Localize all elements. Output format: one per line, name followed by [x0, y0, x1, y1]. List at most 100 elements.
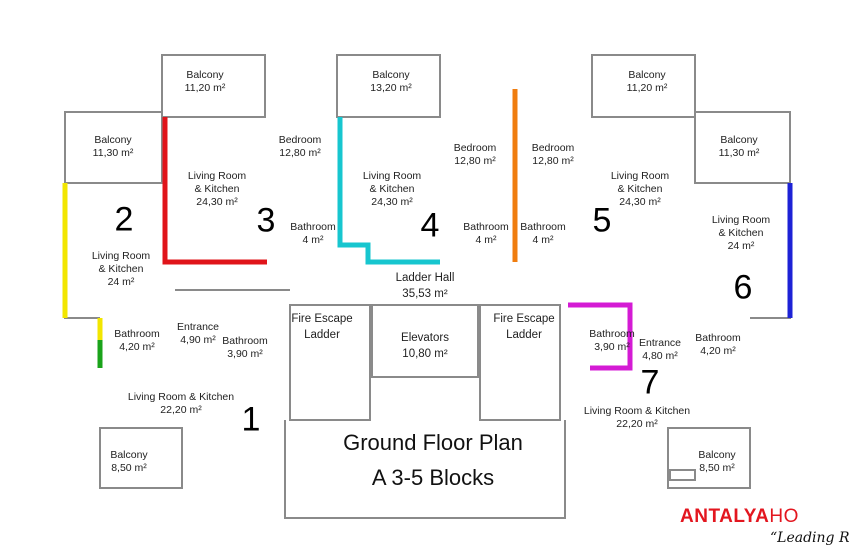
room-area: 8,50 m² [699, 462, 735, 474]
room-name: Bathroom [222, 335, 268, 347]
room-area: 24 m² [727, 240, 755, 252]
unit3-walls [162, 117, 267, 265]
room-area: 11,30 m² [92, 147, 134, 159]
room-name: Living Room & Kitchen [127, 391, 235, 403]
room-name: Bathroom [114, 328, 160, 340]
room-area: 12,80 m² [279, 147, 321, 159]
grey-walls [64, 54, 791, 519]
room-name: Living Room [91, 250, 151, 262]
balcony-outline-u7 [667, 427, 751, 489]
porch-step [669, 469, 696, 481]
room-area: 13,20 m² [370, 82, 412, 94]
balcony-outline-u4 [336, 54, 441, 118]
room-area: 4,90 m² [180, 334, 216, 346]
room-name: Bedroom [278, 134, 322, 146]
unit-number-2: 2 [114, 200, 134, 239]
room-name: Bathroom [695, 332, 741, 344]
unit-walls [62, 89, 793, 371]
room-name: Living Room [711, 214, 771, 226]
elevator-shaft [371, 304, 479, 378]
room-name: Living Room & Kitchen [583, 405, 691, 417]
room-name: Balcony [720, 134, 758, 146]
room-area: 4 m² [475, 234, 497, 246]
room-name: & Kitchen [617, 183, 663, 195]
room-name: & Kitchen [369, 183, 415, 195]
room-name: Ladder [304, 329, 340, 341]
logo-text: HO [769, 506, 799, 527]
room-name: & Kitchen [194, 183, 240, 195]
brand-logo: ANTALYAHO [680, 506, 799, 528]
room-name: Balcony [186, 69, 224, 81]
unit4-walls [337, 117, 440, 265]
room-area: 35,53 m² [402, 288, 448, 300]
unit-number-6: 6 [733, 268, 753, 307]
room-area: 22,20 m² [160, 404, 202, 416]
room-name: Bathroom [463, 221, 509, 233]
stair-right [479, 304, 561, 421]
room-area: 4,20 m² [700, 345, 736, 357]
room-area: 24,30 m² [371, 196, 413, 208]
room-area: 11,30 m² [718, 147, 760, 159]
logo-text: ANTALYA [680, 506, 770, 527]
room-name: Entrance [176, 321, 220, 333]
brand-tagline: “Leading Real [770, 530, 850, 546]
room-name: Fire Escape [291, 313, 353, 325]
room-name: Elevators [401, 332, 449, 344]
unit7-walls [568, 302, 633, 371]
room-name: & Kitchen [718, 227, 764, 239]
room-area: 3,90 m² [227, 348, 263, 360]
room-name: Living Room [362, 170, 422, 182]
room-elevators: Elevators 10,80 m² [401, 330, 449, 362]
room-area: 4,80 m² [642, 350, 678, 362]
room-area: 4 m² [532, 234, 554, 246]
room-area: 4,20 m² [119, 341, 155, 353]
unit-number-7: 7 [640, 363, 660, 402]
balcony-outline-u6 [694, 111, 791, 184]
room-name: Balcony [110, 449, 148, 461]
room-name: Balcony [372, 69, 410, 81]
room-name: Balcony [698, 449, 736, 461]
room-area: 8,50 m² [111, 462, 147, 474]
balcony-outline-u3 [161, 54, 266, 118]
balcony-outline-u2 [64, 111, 163, 184]
unit-number-3: 3 [256, 201, 276, 240]
room-name: Entrance [638, 337, 682, 349]
room-name: Fire Escape [493, 313, 555, 325]
room-name: Bathroom [520, 221, 566, 233]
room-area: 11,20 m² [184, 82, 226, 94]
room-name: Bathroom [290, 221, 336, 233]
unit-number-4: 4 [420, 206, 440, 245]
room-name: Balcony [628, 69, 666, 81]
room-area: 22,20 m² [616, 418, 658, 430]
room-area: 24,30 m² [619, 196, 661, 208]
room-name: & Kitchen [98, 263, 144, 275]
plan-title: Ground Floor Plan [343, 430, 523, 455]
room-name: Living Room [610, 170, 670, 182]
room-area: 24,30 m² [196, 196, 238, 208]
balcony-outline-u5 [591, 54, 696, 118]
room-area: 3,90 m² [594, 341, 630, 353]
room-name: Ladder Hall [395, 272, 455, 284]
unit-number-5: 5 [592, 201, 612, 240]
room-area: 10,80 m² [402, 348, 448, 360]
